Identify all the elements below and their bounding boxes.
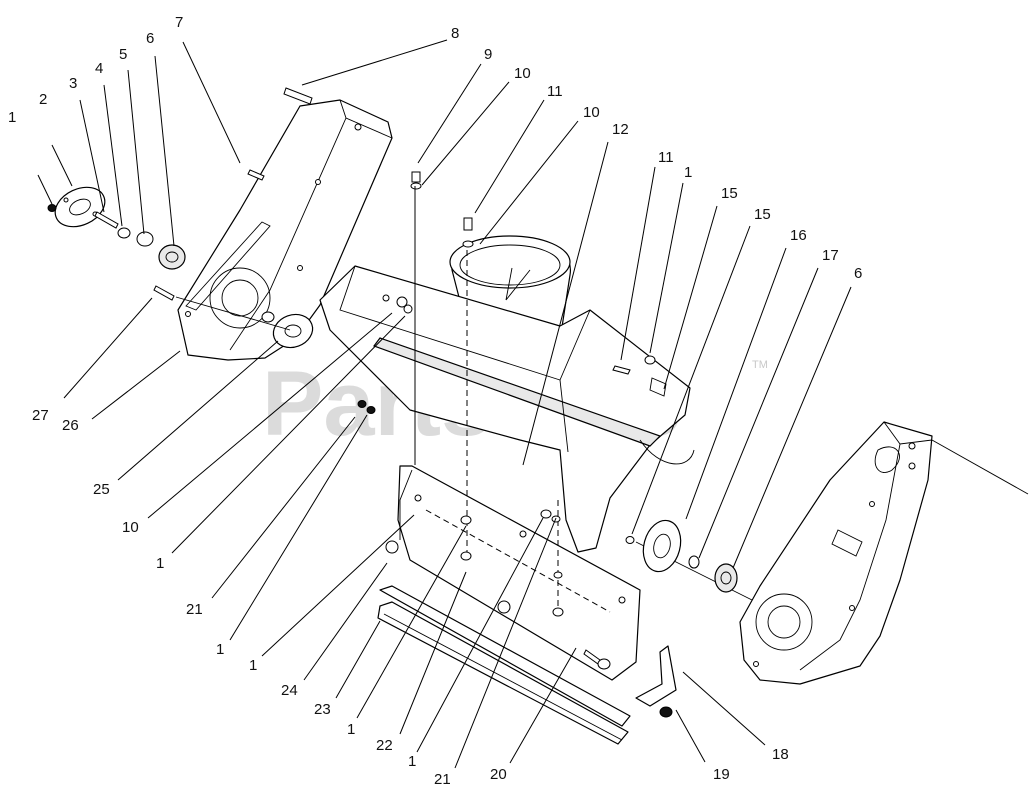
callout-leader-c-9 bbox=[417, 63, 482, 164]
callout-leader-c-1d bbox=[229, 414, 368, 641]
callout-label-c-1e: 1 bbox=[249, 657, 257, 674]
callout-leader-c-8 bbox=[301, 39, 448, 86]
callout-leader-c-19 bbox=[675, 709, 706, 763]
callout-leader-c-10b bbox=[479, 120, 579, 245]
callout-label-c-21a: 21 bbox=[186, 601, 203, 618]
callout-label-c-17: 17 bbox=[822, 247, 839, 264]
watermark-trademark: TM bbox=[752, 359, 768, 371]
callout-label-c-15a: 15 bbox=[721, 185, 738, 202]
callout-label-c-19: 19 bbox=[713, 766, 730, 783]
callout-label-c-6a: 6 bbox=[146, 30, 154, 47]
callout-label-c-10c: 10 bbox=[122, 519, 139, 536]
callout-leader-c-18 bbox=[682, 671, 766, 746]
callout-label-c-21b: 21 bbox=[434, 771, 451, 788]
callout-leader-c-3 bbox=[79, 99, 105, 213]
callout-leader-c-17 bbox=[698, 267, 819, 559]
callout-leader-c-1f bbox=[356, 525, 467, 719]
callout-label-c-10b: 10 bbox=[583, 104, 600, 121]
right-skid-bracket bbox=[635, 645, 677, 718]
callout-leader-c-4 bbox=[103, 84, 123, 227]
callout-label-c-25: 25 bbox=[93, 481, 110, 498]
callout-label-c-1c: 1 bbox=[156, 555, 164, 572]
callout-label-c-1g: 1 bbox=[408, 753, 416, 770]
auger-housing-frame bbox=[319, 265, 695, 553]
callout-label-c-3: 3 bbox=[69, 75, 77, 92]
callout-leader-c-21a bbox=[211, 416, 356, 599]
callout-leader-c-1c bbox=[171, 315, 406, 554]
callout-label-c-24: 24 bbox=[281, 682, 298, 699]
callout-label-c-2: 2 bbox=[39, 91, 47, 108]
callout-label-c-18: 18 bbox=[772, 746, 789, 763]
callout-leader-c-16 bbox=[685, 247, 787, 520]
callout-leader-c-6b bbox=[732, 286, 852, 569]
callout-label-c-23: 23 bbox=[314, 701, 331, 718]
callout-leader-c-6a bbox=[154, 55, 175, 247]
callout-leader-c-15b bbox=[631, 225, 751, 535]
callout-label-c-1b: 1 bbox=[684, 164, 692, 181]
callout-leader-c-2 bbox=[51, 144, 73, 187]
callout-label-c-20: 20 bbox=[490, 766, 507, 783]
callout-label-c-16: 16 bbox=[790, 227, 807, 244]
right-bearing-assembly bbox=[642, 519, 738, 593]
right-side-plate bbox=[739, 421, 1029, 685]
callout-leader-c-1g bbox=[416, 517, 544, 753]
callout-leader-c-20 bbox=[509, 647, 577, 764]
callout-leader-c-25 bbox=[117, 340, 279, 481]
callout-label-c-26: 26 bbox=[62, 417, 79, 434]
callout-leader-c-10c bbox=[147, 312, 393, 519]
callout-label-c-1f: 1 bbox=[347, 721, 355, 738]
callout-leader-c-1a bbox=[37, 174, 53, 205]
callout-label-c-1d: 1 bbox=[216, 641, 224, 658]
callout-label-c-4: 4 bbox=[95, 60, 103, 77]
callout-leader-c-11b bbox=[620, 166, 656, 361]
callout-leader-c-24 bbox=[303, 562, 388, 681]
callout-leader-c-26 bbox=[91, 350, 181, 420]
left-side-plate bbox=[177, 99, 393, 361]
callout-leader-c-1b bbox=[649, 182, 684, 354]
callouts-layer: 1234567891011101211115151617627262510121… bbox=[8, 14, 862, 788]
callout-leader-c-23 bbox=[335, 620, 381, 699]
callout-label-c-7: 7 bbox=[175, 14, 183, 31]
callout-label-c-10a: 10 bbox=[514, 65, 531, 82]
callout-leader-c-12 bbox=[522, 141, 609, 466]
callout-leader-c-27 bbox=[63, 297, 153, 399]
left-bearing-assembly bbox=[47, 87, 314, 349]
callout-label-c-15b: 15 bbox=[754, 206, 771, 223]
callout-label-c-11b: 11 bbox=[658, 149, 674, 166]
center-hardware bbox=[357, 171, 761, 617]
callout-label-c-27: 27 bbox=[32, 407, 49, 424]
callout-label-c-8: 8 bbox=[451, 25, 459, 42]
callout-leader-c-5 bbox=[127, 69, 145, 235]
callout-leader-c-21b bbox=[454, 517, 557, 769]
callout-leader-c-10a bbox=[421, 81, 510, 186]
callout-leader-c-11a bbox=[474, 99, 545, 214]
callout-label-c-22: 22 bbox=[376, 737, 393, 754]
callout-label-c-11a: 11 bbox=[547, 83, 563, 100]
callout-label-c-6b: 6 bbox=[854, 265, 862, 282]
callout-leader-c-1e bbox=[261, 514, 415, 657]
callout-label-c-1a: 1 bbox=[8, 109, 16, 126]
callout-leader-c-15a bbox=[663, 205, 718, 390]
callout-label-c-12: 12 bbox=[612, 121, 629, 138]
callout-label-c-9: 9 bbox=[484, 46, 492, 63]
callout-leader-c-22 bbox=[399, 571, 467, 735]
callout-leader-c-7 bbox=[182, 41, 241, 164]
lower-frame-and-scraper bbox=[377, 465, 641, 745]
callout-label-c-5: 5 bbox=[119, 46, 127, 63]
